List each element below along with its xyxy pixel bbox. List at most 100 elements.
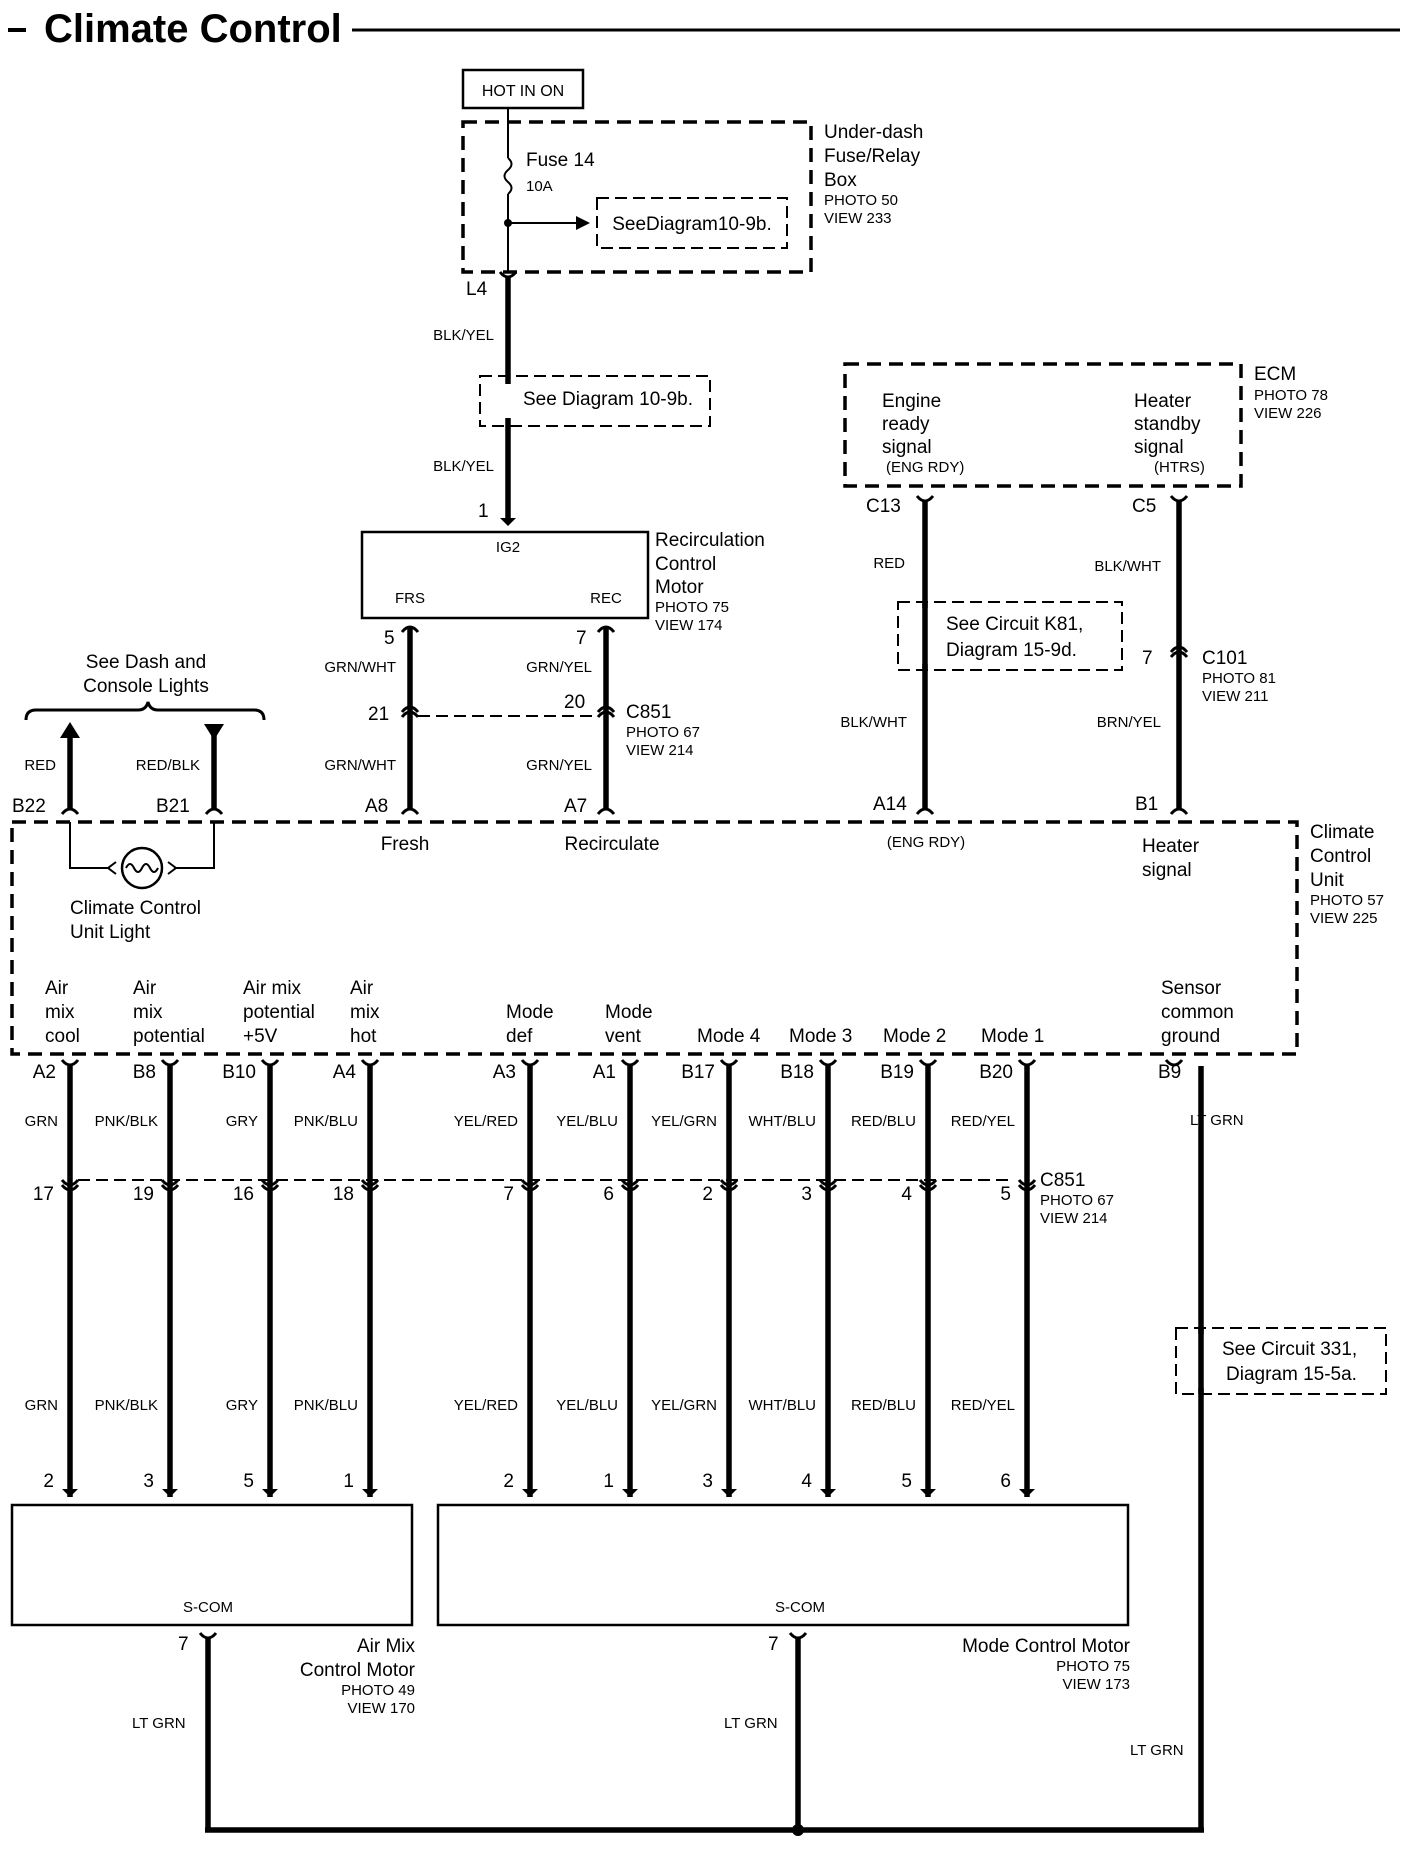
ccu-bottom-pin-label: B8 (133, 1062, 156, 1083)
air-mix-photo: PHOTO 49 (341, 1682, 415, 1699)
c851-bottom-connector (360, 1179, 380, 1187)
ccu-bottom-pin-label: B20 (979, 1062, 1013, 1083)
ccu-pin-a7-connector (596, 807, 616, 815)
c101-pin-7 (1169, 645, 1189, 653)
bottom-wire-color-upper: GRN (25, 1113, 58, 1130)
mode-scom-connector (788, 1632, 808, 1640)
c851-bottom-connector (818, 1179, 838, 1187)
ccu-label-mode-vent-2: vent (605, 1026, 642, 1047)
ccu-light-1: Climate Control (70, 898, 201, 919)
bottom-wire-color-lower: YEL/GRN (651, 1397, 717, 1414)
ccu-label-air-mix-cool-2: mix (45, 1002, 75, 1023)
c851-top-pin-20-label: 20 (564, 692, 585, 713)
ccu-bottom-pin-connector (918, 1059, 938, 1067)
ccu-label-sensor-3: ground (1161, 1026, 1220, 1047)
c851-bottom-pin-label: 7 (503, 1184, 514, 1205)
c851-bottom-pin-label: 19 (133, 1184, 154, 1205)
motor-pin-number: 5 (901, 1471, 912, 1492)
light-wire-left (69, 822, 110, 869)
ccu-label-air-mix-cool-1: Air (45, 978, 69, 999)
arrow-down-icon (500, 518, 516, 526)
recirc-name-2: Control (655, 554, 716, 575)
bulb-icon (120, 846, 164, 890)
ccu-name-1: Climate (1310, 822, 1374, 843)
bottom-wire-color-upper: YEL/BLU (556, 1113, 618, 1130)
motor-pin-number: 2 (503, 1471, 514, 1492)
c851-bottom-pin-label: 3 (801, 1184, 812, 1205)
ccu-bottom-pin-connector (620, 1059, 640, 1067)
bottom-wire-color-lower: WHT/BLU (749, 1397, 817, 1414)
bottom-wire-color-upper: GRY (226, 1113, 258, 1130)
ccu-bottom-pin-label: A1 (593, 1062, 616, 1083)
ccu-bottom-pin-label: A3 (493, 1062, 516, 1083)
mode-name: Mode Control Motor (962, 1636, 1131, 1657)
ccu-pin-b21: B21 (156, 796, 190, 817)
mode-wire-label: LT GRN (724, 1715, 778, 1732)
ccu-label-air-mix-hot-1: Air (350, 978, 374, 999)
ccu-view: VIEW 225 (1310, 910, 1378, 927)
ccu-name-3: Unit (1310, 870, 1345, 891)
ccu-pin-a14: A14 (873, 794, 907, 815)
wire-red-label-top: RED (24, 757, 56, 774)
bottom-wire-color-lower: YEL/RED (454, 1397, 518, 1414)
dash-lights-2: Console Lights (83, 676, 209, 697)
ccu-pin-b1: B1 (1135, 794, 1158, 815)
ccu-bottom-pin-connector (60, 1059, 80, 1067)
bottom-wire-color-upper: YEL/GRN (651, 1113, 717, 1130)
ecm-pin-c5: C5 (1132, 496, 1156, 517)
ccu-pin-a8: A8 (365, 796, 388, 817)
fuse-box-name-3: Box (824, 170, 857, 191)
ecm-box (843, 362, 1243, 488)
ecm-left-3: signal (882, 437, 932, 458)
arrow-down-icon (820, 1489, 836, 1497)
see-k81-line1: See Circuit K81, (946, 614, 1083, 635)
c851-bottom-connector (1017, 1179, 1037, 1187)
recirc-ig2: IG2 (496, 539, 520, 556)
ccu-label-mode1: Mode 1 (981, 1026, 1044, 1047)
c101-view: VIEW 211 (1202, 688, 1268, 705)
arrow-down-icon (920, 1489, 936, 1497)
c851-top-pin-21-label: 21 (368, 704, 389, 725)
ecm-view: VIEW 226 (1254, 405, 1322, 422)
fuse-box-photo: PHOTO 50 (824, 192, 898, 209)
recirc-frs: FRS (395, 590, 425, 607)
fuse-label: Fuse 14 (526, 150, 595, 171)
ccu-bottom-pin-connector (160, 1059, 180, 1067)
fuse-amp: 10A (526, 178, 553, 195)
fuse-box-name-2: Fuse/Relay (824, 146, 921, 167)
ccu-pin-b22: B22 (12, 796, 46, 817)
wire-blk-yel-label-2: BLK/YEL (433, 458, 494, 475)
air-mix-name-2: Control Motor (300, 1660, 416, 1681)
ecm-right-sub: (HTRS) (1154, 459, 1205, 476)
c851-bottom-connector (918, 1179, 938, 1187)
c851-bottom-photo: PHOTO 67 (1040, 1192, 1114, 1209)
ccu-pin-b9: B9 (1158, 1062, 1181, 1083)
dash-lights-brace (24, 701, 266, 721)
c851-bottom-pin-label: 6 (603, 1184, 614, 1205)
wire-grn-yel-label-1: GRN/YEL (526, 659, 592, 676)
ecm-right-3: signal (1134, 437, 1184, 458)
arrow-down-icon (721, 1489, 737, 1497)
bottom-wire-color-lower: PNK/BLU (294, 1397, 358, 1414)
light-wire-right (174, 822, 215, 869)
ccu-bottom-pin-label: B19 (880, 1062, 914, 1083)
ccu-label-air-mix-potential-3: potential (133, 1026, 205, 1047)
see-331-line2: Diagram 15-5a. (1226, 1364, 1357, 1385)
ecm-left-1: Engine (882, 391, 941, 412)
recirc-pin-5: 5 (384, 628, 395, 649)
mode-view: VIEW 173 (1062, 1676, 1130, 1693)
air-mix-view: VIEW 170 (347, 1700, 415, 1717)
ccu-bottom-pin-label: B18 (780, 1062, 814, 1083)
see-diagram-10-9b-label: See Diagram 10-9b. (523, 389, 693, 410)
ecm-name: ECM (1254, 364, 1296, 385)
ccu-label-mode2: Mode 2 (883, 1026, 946, 1047)
ccu-heater-1: Heater (1142, 836, 1200, 857)
ecm-left-2: ready (882, 414, 930, 435)
ccu-label-mode4: Mode 4 (697, 1026, 761, 1047)
fuse-pin-l4: L4 (466, 279, 488, 300)
ccu-pin-a7: A7 (564, 796, 587, 817)
ccu-name-2: Control (1310, 846, 1371, 867)
wire-b9-label: LT GRN (1190, 1112, 1244, 1129)
dash-lights-1: See Dash and (86, 652, 206, 673)
